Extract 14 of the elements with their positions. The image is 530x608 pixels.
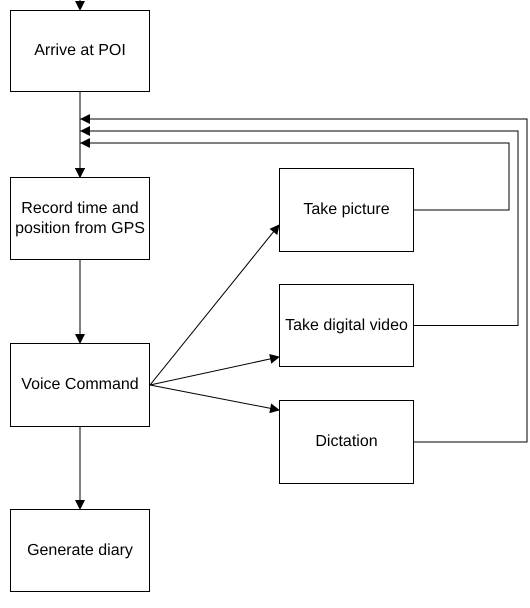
process-box: [10, 177, 150, 260]
process-box: [279, 400, 414, 484]
box-label: Record time and position from GPS: [15, 198, 145, 238]
box-label: Generate diary: [27, 540, 133, 560]
process-box: [279, 284, 414, 367]
box-label: Take picture: [303, 200, 390, 220]
box-label: Dictation: [315, 432, 378, 452]
box-label: Voice Command: [21, 375, 139, 395]
process-box: [10, 509, 150, 592]
box-label: Arrive at POI: [34, 41, 126, 61]
process-box: [279, 168, 414, 252]
process-box: [10, 10, 150, 92]
process-box: [10, 343, 150, 427]
box-label: Take digital video: [285, 316, 408, 336]
